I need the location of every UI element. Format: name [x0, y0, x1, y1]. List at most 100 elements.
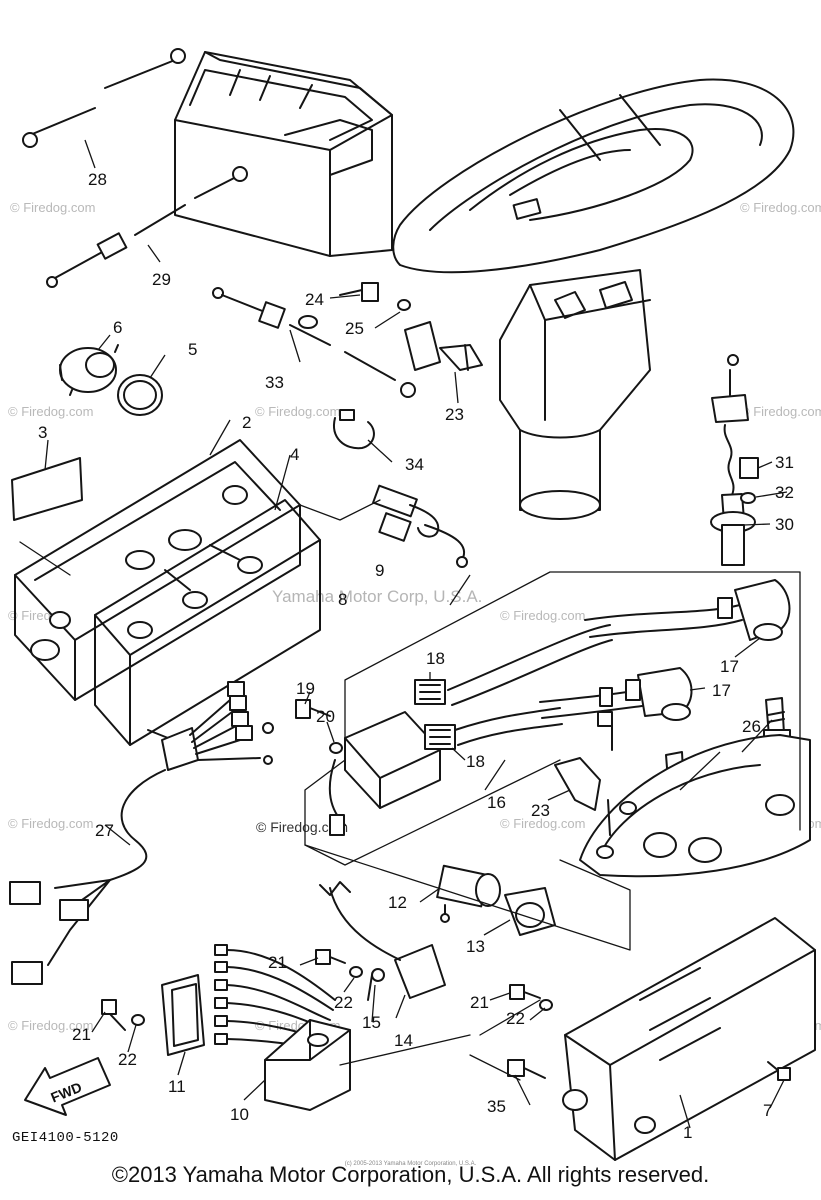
watermark-layer: © Firedog.com © Firedog.com © Firedog.co… [8, 200, 821, 1033]
callout-9: 9 [375, 561, 384, 580]
gasket-4 [94, 499, 321, 746]
rectifier-12 [436, 864, 501, 923]
washer-22 [131, 1014, 145, 1026]
bolt-31 [739, 457, 759, 479]
decal-3 [11, 457, 83, 521]
callout-17b: 17 [712, 681, 731, 700]
sensor-30 [710, 354, 756, 566]
bracket-23-lower [554, 711, 613, 811]
watermark: © Firedog.com [740, 200, 821, 215]
washer-20 [329, 742, 343, 754]
screw-7 [767, 1061, 791, 1081]
callout-21c: 21 [72, 1025, 91, 1044]
controller-box-10 [264, 1019, 351, 1111]
battery-cable-28 [22, 48, 186, 148]
callout-18b: 18 [466, 752, 485, 771]
callout-19: 19 [296, 679, 315, 698]
watermark: © Firedog.com [255, 404, 340, 419]
sensor-13 [504, 887, 556, 936]
washer-32 [740, 492, 756, 504]
callout-14: 14 [394, 1031, 413, 1050]
clip-15 [367, 968, 385, 1001]
regulator-14 [319, 881, 446, 999]
callout-25: 25 [345, 319, 364, 338]
watermark: © Firedog.com [740, 404, 821, 419]
watermark: © Firedog.com [256, 819, 348, 835]
callout-35: 35 [487, 1097, 506, 1116]
callout-22c: 22 [118, 1050, 137, 1069]
fuse-holder-8 [372, 484, 468, 568]
callout-28: 28 [88, 170, 107, 189]
cap-6 [59, 344, 119, 396]
watermark: © Firedog.com [500, 816, 585, 831]
battery-box [174, 51, 393, 257]
callout-4: 4 [290, 445, 299, 464]
battery-cable-29 [46, 166, 248, 288]
washer-22b [349, 966, 363, 978]
callout-24: 24 [305, 290, 324, 309]
watermark-yamaha: Yamaha Motor Corp, U.S.A. [272, 587, 482, 606]
callout-20: 20 [316, 707, 335, 726]
watermark: © Firedog.com [10, 200, 95, 215]
callout-3: 3 [38, 423, 47, 442]
callout-7: 7 [763, 1101, 772, 1120]
controller-cover-11 [161, 974, 205, 1056]
hose-upper [447, 579, 791, 706]
bolt-21 [101, 999, 126, 1031]
callout-21b: 21 [470, 993, 489, 1012]
clamp-18-lower [424, 724, 456, 750]
callout-23b: 23 [531, 801, 550, 820]
callout-31: 31 [775, 453, 794, 472]
wire-harness-27 [9, 681, 274, 985]
watermark: © Firedog.com [8, 404, 93, 419]
diagram-code: GEI4100-5120 [12, 1130, 119, 1146]
leader-lines [19, 139, 801, 1129]
band-34 [333, 409, 375, 450]
engine-plate [579, 734, 811, 878]
tiny-notice: (c) 2005-2013 Yamaha Motor Corporation, … [344, 1161, 477, 1167]
air-intake [499, 269, 651, 520]
callout-17a: 17 [720, 657, 739, 676]
box-cover-2 [14, 439, 301, 701]
fuse-9 [378, 512, 412, 542]
washer-25 [397, 299, 411, 311]
callout-26: 26 [742, 717, 761, 736]
connector-bank [214, 944, 336, 1051]
callout-1: 1 [683, 1123, 692, 1142]
oring-5 [117, 374, 163, 416]
callout-29: 29 [152, 270, 171, 289]
callout-2: 2 [242, 413, 251, 432]
ignition-coil-16 [328, 711, 441, 836]
callout-23: 23 [445, 405, 464, 424]
hull-deck [392, 78, 795, 274]
callout-18a: 18 [426, 649, 445, 668]
bolt-35 [507, 1059, 546, 1079]
callout-33: 33 [265, 373, 284, 392]
callout-16: 16 [487, 793, 506, 812]
watermark: © Firedog.com [500, 608, 585, 623]
bolt-19 [295, 699, 331, 719]
callout-13: 13 [466, 937, 485, 956]
bolt-24 [339, 282, 379, 302]
callout-27: 27 [95, 821, 114, 840]
callout-34: 34 [405, 455, 424, 474]
callout-30: 30 [775, 515, 794, 534]
callout-10: 10 [230, 1105, 249, 1124]
callout-8: 8 [338, 590, 347, 609]
copyright-notice: ©2013 Yamaha Motor Corporation, U.S.A. A… [111, 1162, 710, 1187]
clamp-18-upper [414, 679, 446, 705]
callout-numbers: 28 29 24 25 6 5 33 23 34 2 3 4 31 32 30 … [38, 170, 794, 1142]
callout-15: 15 [362, 1013, 381, 1032]
watermark: © Firedog.com [8, 816, 93, 831]
bolt-21c [509, 984, 541, 1000]
callout-6: 6 [113, 318, 122, 337]
fwd-arrow: FWD [24, 1057, 111, 1116]
callout-21a: 21 [268, 953, 287, 972]
clamps-hose [599, 597, 733, 707]
bolt-21b [315, 949, 346, 965]
callout-5: 5 [188, 340, 197, 359]
cable-33 [212, 287, 416, 398]
electrical-box-1 [562, 917, 816, 1161]
callout-32: 32 [775, 483, 794, 502]
